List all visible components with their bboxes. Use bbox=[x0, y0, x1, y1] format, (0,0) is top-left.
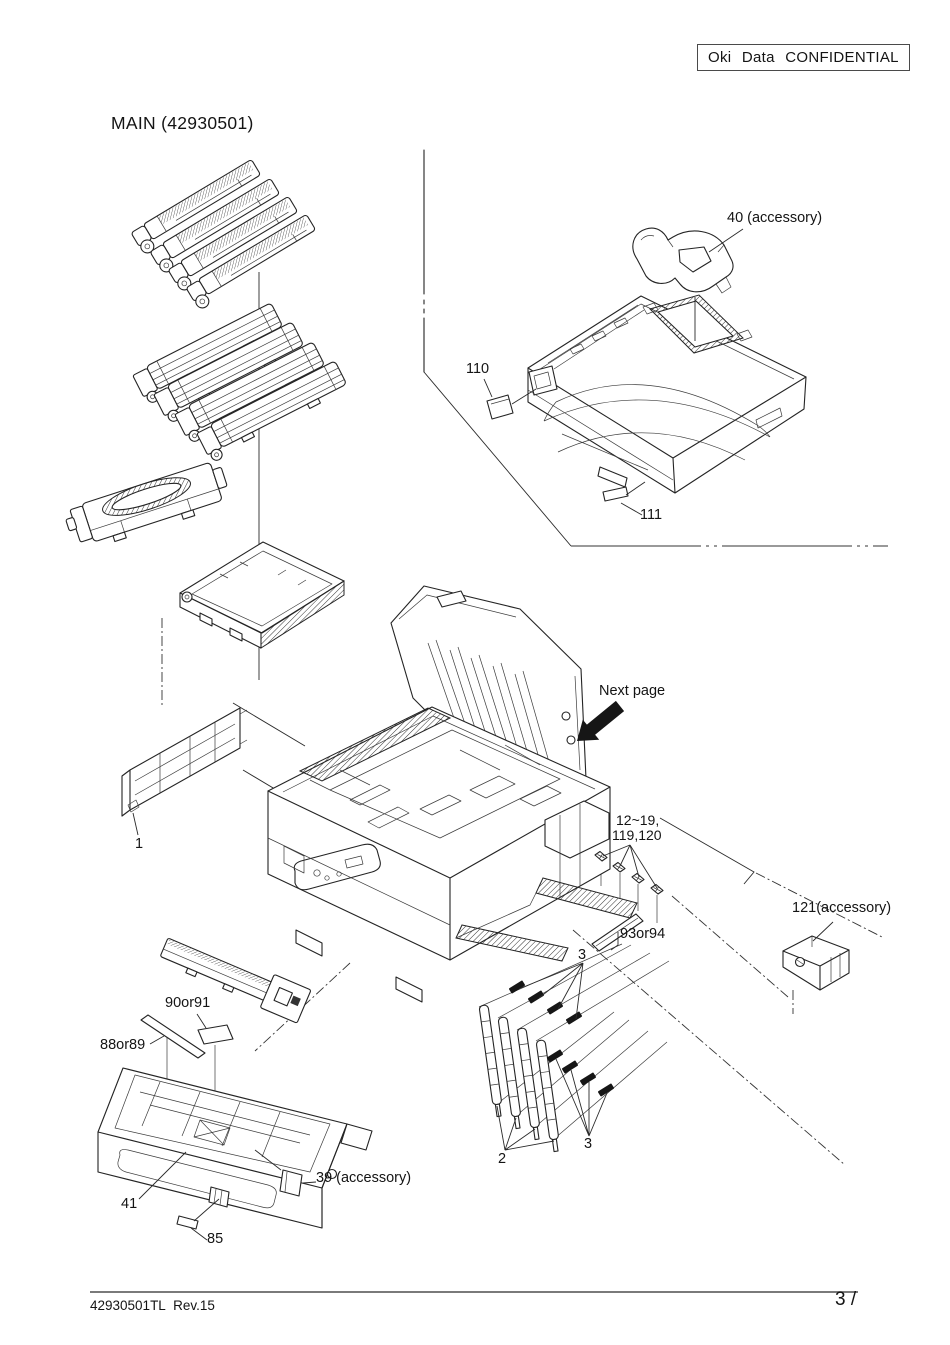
printer-main-body bbox=[268, 586, 637, 1002]
callout-part41: 41 bbox=[121, 1196, 138, 1212]
callout-shafts: 2 bbox=[498, 1151, 507, 1167]
side-panel-part-1 bbox=[122, 708, 247, 816]
card-part-39 bbox=[280, 1170, 302, 1196]
footer-rule bbox=[90, 1291, 858, 1294]
paper-tray-part-41 bbox=[98, 1068, 372, 1228]
callout-part90or91: 90or91 bbox=[165, 995, 211, 1011]
callout-part110: 110 bbox=[466, 361, 490, 377]
roller-shafts bbox=[478, 1004, 562, 1153]
footer-doc-number: 42930501TL Rev.15 bbox=[90, 1298, 215, 1313]
callout-part93or94: 93or94 bbox=[620, 926, 666, 942]
strip-part-85 bbox=[177, 1216, 198, 1229]
image-drums bbox=[131, 302, 352, 464]
small-part-110 bbox=[487, 395, 513, 419]
bracket-part-121 bbox=[783, 936, 849, 990]
footer-page-number: 3 / bbox=[835, 1289, 857, 1310]
callout-bushings-bottom: 3 bbox=[584, 1136, 593, 1152]
callout-part88or89: 88or89 bbox=[100, 1037, 146, 1053]
page-title: MAIN (42930501) bbox=[111, 113, 254, 133]
callout-part85: 85 bbox=[207, 1231, 224, 1247]
next-page-label: Next page bbox=[599, 683, 666, 699]
callout-part111: 111 bbox=[640, 507, 663, 523]
belt-unit bbox=[180, 542, 344, 648]
callout-part121: 121(accessory) bbox=[792, 900, 892, 916]
strip-88or89 bbox=[141, 1015, 205, 1058]
screws-12-19 bbox=[594, 850, 664, 895]
callout-part39: 39 (accessory) bbox=[316, 1170, 412, 1186]
top-cover-assembly bbox=[528, 295, 806, 493]
strip-90or91 bbox=[198, 1025, 233, 1044]
callout-part40: 40 (accessory) bbox=[727, 210, 823, 226]
callout-parts12-19-line2: 119,120 bbox=[612, 827, 662, 843]
leader-lines bbox=[133, 229, 833, 1240]
callout-part1: 1 bbox=[135, 836, 144, 852]
confidential-stamp: Oki Data CONFIDENTIAL bbox=[697, 44, 910, 71]
toner-cartridges bbox=[129, 158, 322, 312]
feed-rail bbox=[157, 931, 311, 1024]
fuser-unit bbox=[63, 459, 233, 553]
next-page-arrow-icon bbox=[577, 700, 625, 741]
guide-lines bbox=[162, 150, 888, 1165]
strip-93or94 bbox=[592, 914, 643, 951]
callout-parts12-19-line1: 12~19, bbox=[616, 812, 660, 828]
callout-bushings-top: 3 bbox=[578, 947, 587, 963]
small-part-111 bbox=[603, 487, 628, 501]
handle-part-40 bbox=[633, 228, 733, 293]
